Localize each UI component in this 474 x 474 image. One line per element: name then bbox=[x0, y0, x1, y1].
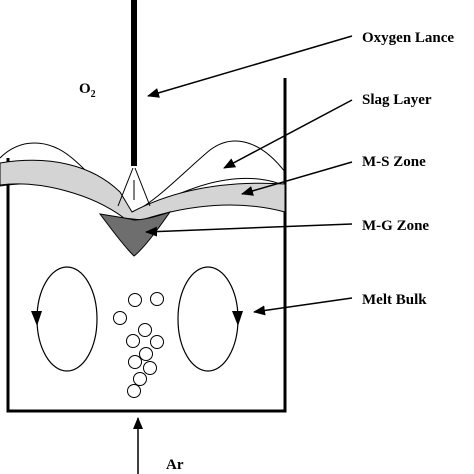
slag-layer-outline-right bbox=[133, 140, 286, 213]
label-o2-subscript: 2 bbox=[91, 89, 96, 100]
bubble bbox=[128, 355, 142, 369]
mg-zone-cavity bbox=[98, 211, 172, 257]
label-slag-layer: Slag Layer bbox=[362, 92, 432, 108]
leader-slag-layer bbox=[223, 99, 353, 169]
bubble bbox=[139, 347, 153, 361]
leader-oxygen-lance bbox=[147, 35, 353, 98]
leader-arrows bbox=[145, 35, 353, 316]
ms-zone-band bbox=[0, 159, 286, 221]
label-o2-main: O bbox=[79, 81, 91, 97]
argon-bubbles bbox=[113, 292, 164, 398]
bubble bbox=[126, 334, 140, 348]
label-melt-bulk: Melt Bulk bbox=[362, 292, 427, 308]
label-ms-zone: M-S Zone bbox=[362, 154, 426, 170]
leader-ms-zone bbox=[241, 161, 353, 196]
bubble bbox=[127, 384, 141, 398]
bubble bbox=[150, 292, 164, 306]
label-mg-zone: M-G Zone bbox=[362, 218, 429, 234]
vessel bbox=[6, 78, 287, 413]
bubble bbox=[113, 311, 127, 325]
label-argon: Ar bbox=[166, 457, 184, 473]
leader-melt-bulk bbox=[253, 297, 353, 316]
bubble bbox=[138, 323, 152, 337]
bubble bbox=[143, 361, 157, 375]
leader-mg-zone bbox=[145, 223, 353, 237]
circulation-left-arrow-icon bbox=[31, 311, 42, 326]
oxygen-jet bbox=[117, 167, 151, 207]
circulation-right-arrow-icon bbox=[232, 311, 243, 326]
label-o2: O2 bbox=[79, 81, 96, 100]
label-oxygen-lance: Oxygen Lance bbox=[362, 30, 454, 46]
bubble bbox=[150, 335, 164, 349]
bubble bbox=[128, 293, 142, 307]
circulation-right bbox=[177, 266, 243, 372]
bubble bbox=[133, 372, 147, 386]
circulation-left bbox=[31, 266, 98, 372]
